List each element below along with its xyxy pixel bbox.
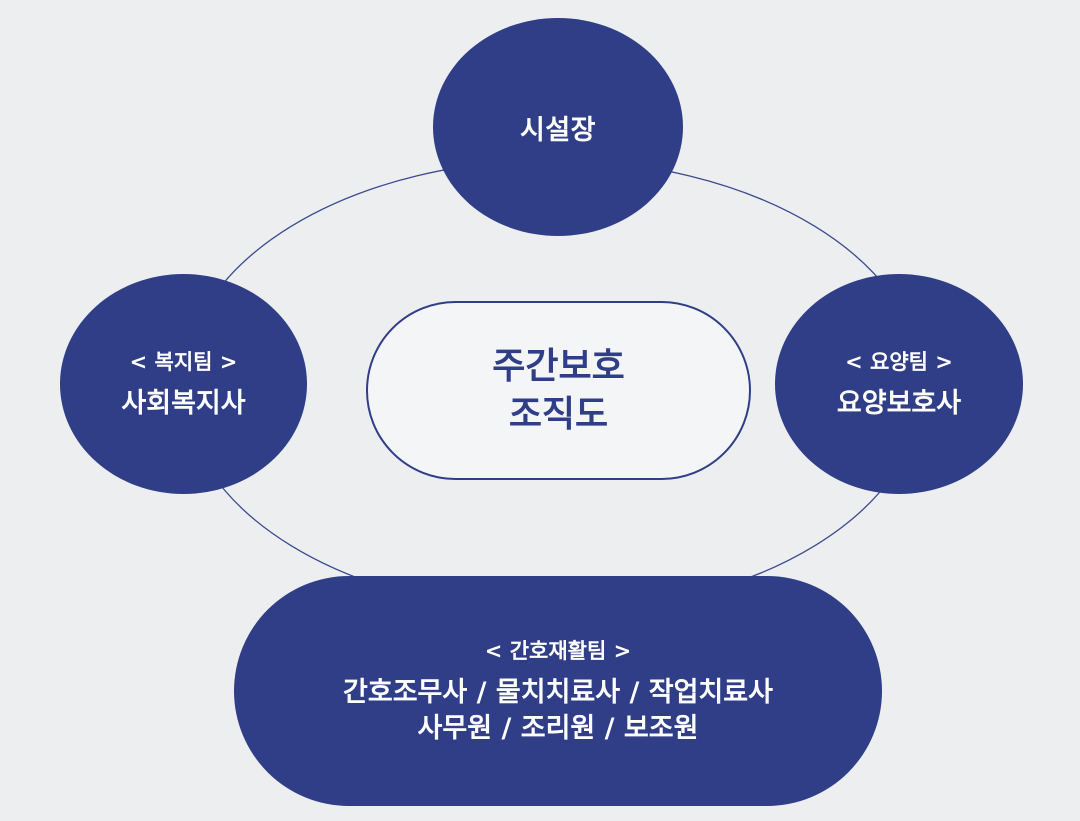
director-title: 시설장 <box>519 114 597 146</box>
nursing-team-node: < 간호재활팀 > 간호조무사 / 물치치료사 / 작업치료사 사무원 / 조리… <box>234 576 882 806</box>
welfare-team-label: < 복지팀 > <box>129 350 238 374</box>
center-title-node: 주간보호 조직도 <box>366 301 751 480</box>
center-title-line2: 조직도 <box>508 393 609 435</box>
care-team-role: 요양보호사 <box>836 388 962 419</box>
care-team-label: < 요양팀 > <box>845 350 953 374</box>
nursing-team-label: < 간호재활팀 > <box>484 639 632 663</box>
center-title-line1: 주간보호 <box>492 345 625 387</box>
director-node: 시설장 <box>433 18 683 236</box>
nursing-team-roles-line2: 사무원 / 조리원 / 보조원 <box>417 713 699 744</box>
welfare-team-role: 사회복지사 <box>121 388 246 419</box>
nursing-team-roles-line1: 간호조무사 / 물치치료사 / 작업치료사 <box>343 677 773 708</box>
care-team-node: < 요양팀 > 요양보호사 <box>775 274 1023 494</box>
welfare-team-node: < 복지팀 > 사회복지사 <box>60 274 307 494</box>
